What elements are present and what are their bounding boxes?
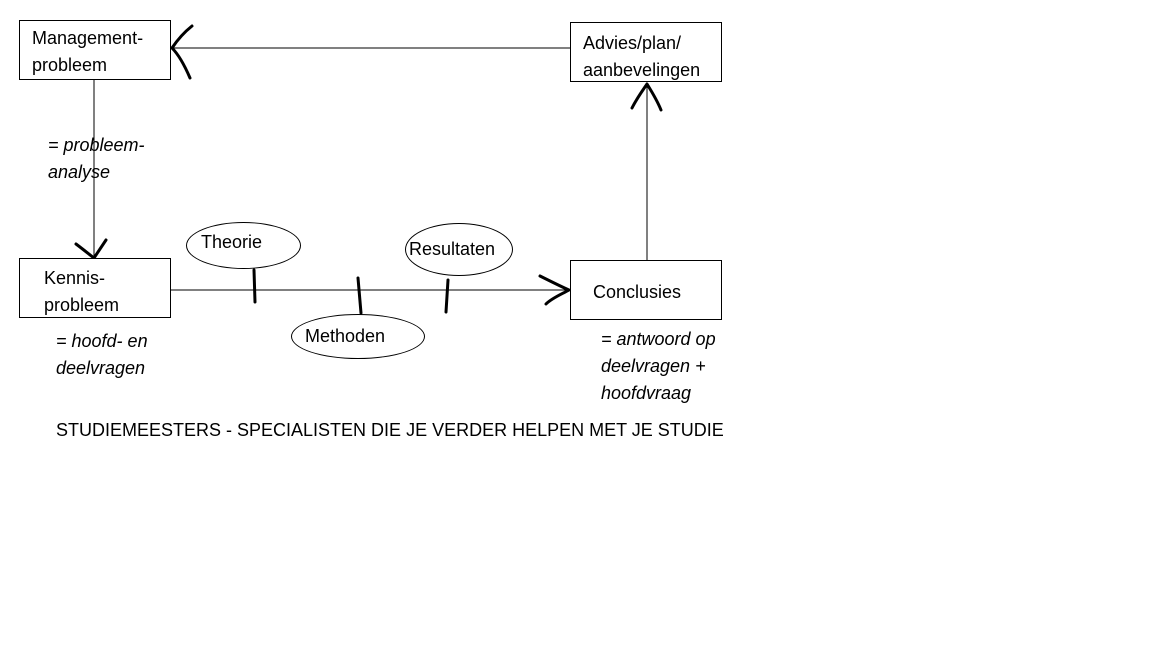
tick-mark-resultaten: [444, 278, 450, 314]
management-probleem-line2: probleem: [32, 55, 108, 75]
resultaten-oval: Resultaten: [405, 223, 513, 276]
antwoord-line1: = antwoord op: [601, 329, 716, 349]
probleemanalyse-line2: analyse: [48, 162, 111, 182]
arrowhead-up-icon: [630, 82, 663, 112]
advies-plan-line2: aanbevelingen: [583, 60, 701, 80]
theorie-label: Theorie: [201, 232, 263, 252]
methoden-oval: Methoden: [291, 314, 425, 359]
footer-text: STUDIEMEESTERS - SPECIALISTEN DIE JE VER…: [56, 420, 724, 440]
arrowhead-left-icon: [170, 24, 194, 80]
kennis-probleem-line2: probleem: [44, 295, 120, 315]
probleemanalyse-note: = probleem- analyse: [48, 132, 145, 186]
hoofd-deelvragen-line2: deelvragen: [56, 358, 146, 378]
management-probleem-line1: Management-: [32, 28, 144, 48]
hoofd-deelvragen-note: = hoofd- en deelvragen: [56, 328, 148, 382]
arrowhead-right-icon: [538, 274, 571, 306]
antwoord-line2: deelvragen +: [601, 356, 706, 376]
conclusies-label: Conclusies: [593, 282, 682, 302]
antwoord-line3: hoofdvraag: [601, 383, 692, 403]
resultaten-label: Resultaten: [409, 239, 496, 259]
probleemanalyse-line1: = probleem-: [48, 135, 145, 155]
advies-plan-line1: Advies/plan/: [583, 33, 682, 53]
antwoord-note: = antwoord op deelvragen + hoofdvraag: [601, 326, 716, 407]
tick-mark-theorie: [252, 268, 257, 304]
management-probleem-box: Management- probleem: [19, 20, 171, 80]
methoden-label: Methoden: [305, 326, 386, 346]
advies-plan-box: Advies/plan/ aanbevelingen: [570, 22, 722, 82]
conclusies-box: Conclusies: [570, 260, 722, 320]
kennis-probleem-line1: Kennis-: [44, 268, 106, 288]
theorie-oval: Theorie: [186, 222, 301, 269]
tick-mark-methoden: [356, 276, 363, 315]
arrowhead-down-icon: [74, 238, 108, 260]
hoofd-deelvragen-line1: = hoofd- en: [56, 331, 148, 351]
kennis-probleem-box: Kennis- probleem: [19, 258, 171, 318]
